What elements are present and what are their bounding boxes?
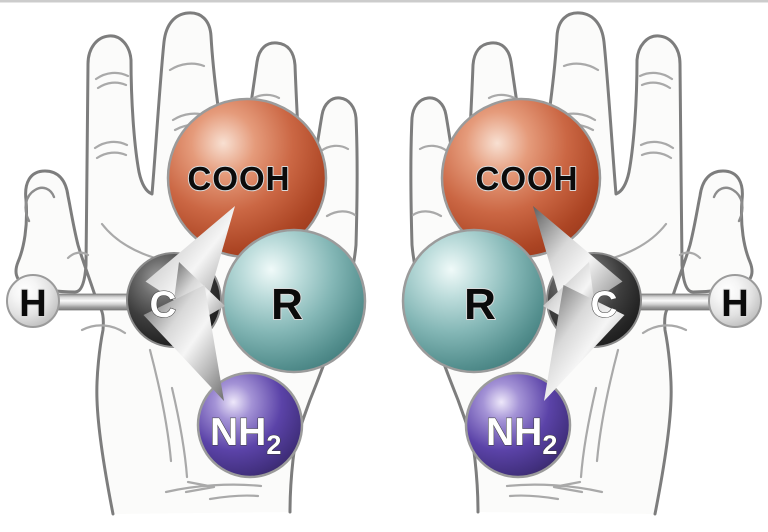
c-label-left: C <box>150 284 177 325</box>
h-label-left: H <box>19 283 46 325</box>
top-border <box>0 0 768 3</box>
c-label-right: C <box>591 284 618 325</box>
nh2-label-main-right: NH <box>486 411 542 454</box>
nh2-label-right: NH2 <box>486 411 557 460</box>
nh2-label-sub-right: 2 <box>542 430 557 460</box>
h-sphere-left <box>6 274 60 328</box>
nh2-label-main-left: NH <box>210 411 266 454</box>
nh2-sphere-right <box>464 371 572 479</box>
nh2-label-left: NH2 <box>210 411 281 460</box>
r-label-left: R <box>271 280 303 329</box>
cone-bond-cooh-left <box>145 206 235 319</box>
cone-bond-nh2-left <box>143 285 224 401</box>
cooh-label-left: COOH <box>188 160 291 197</box>
r-label-right: R <box>464 280 496 329</box>
cone-bond-cooh-right <box>533 206 623 319</box>
nh2-label-sub-left: 2 <box>266 430 281 460</box>
h-sphere-right <box>708 274 762 328</box>
r-sphere-left <box>221 228 367 374</box>
r-sphere-right <box>401 228 547 374</box>
cone-bond-nh2-right <box>544 285 625 401</box>
cooh-label-right: COOH <box>476 160 579 197</box>
h-label-right: H <box>721 283 748 325</box>
right-molecule: COOH R C H NH2 <box>401 97 762 479</box>
nh2-sphere-left <box>196 371 304 479</box>
left-molecule: COOH R C H NH2 <box>6 97 367 479</box>
